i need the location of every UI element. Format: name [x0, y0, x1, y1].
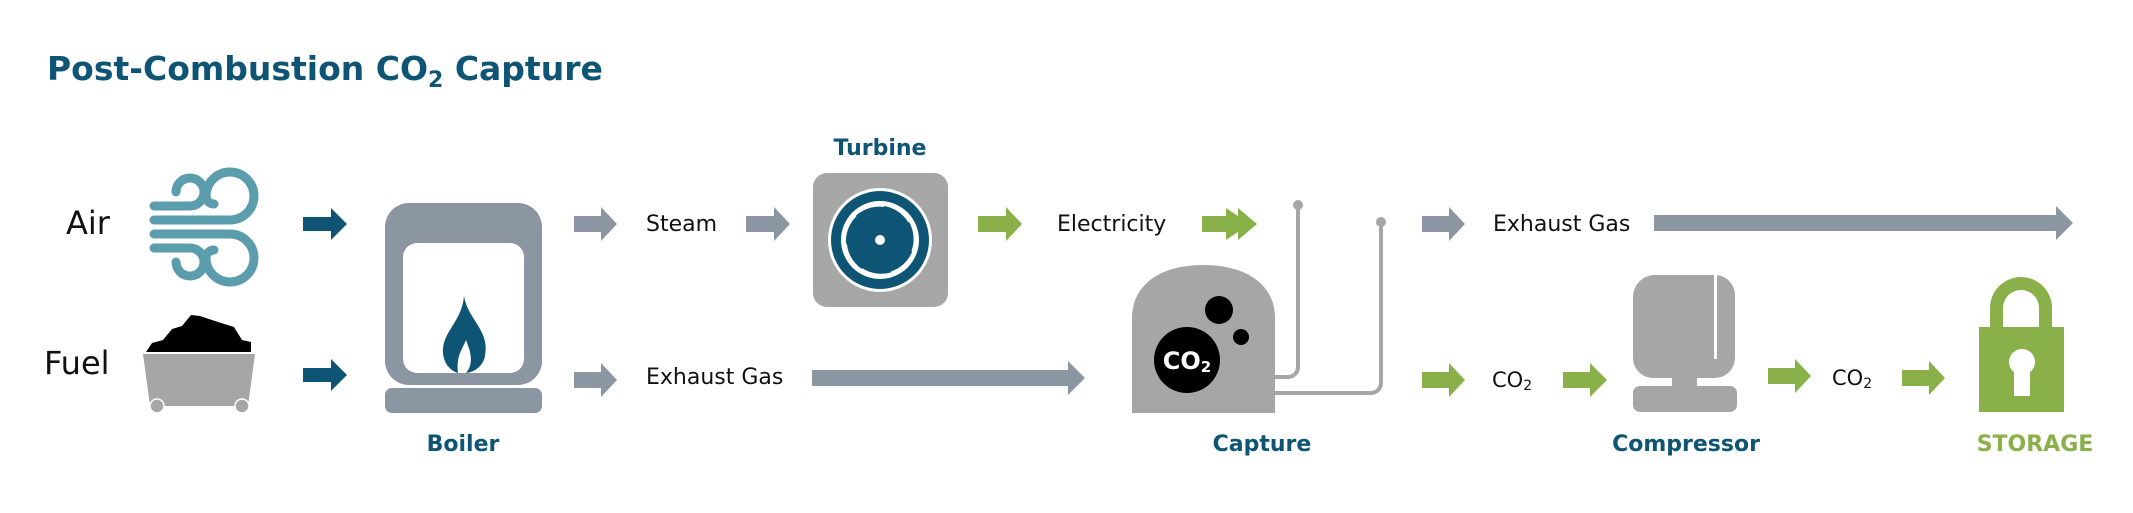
capture-co2-badge: CO2 — [1163, 347, 1211, 376]
wind-icon — [149, 167, 259, 287]
fuel-label: Fuel — [44, 344, 110, 382]
storage-label: STORAGE — [1977, 432, 2094, 457]
fuel-arrow — [303, 359, 347, 391]
co2-label-1: CO2 — [1492, 368, 1532, 394]
turbine-fan-icon — [813, 173, 948, 307]
diagram-title: Post-Combustion CO2 Capture — [47, 49, 603, 93]
exhaust-arrow-1 — [574, 363, 617, 397]
boiler-label: Boiler — [427, 432, 500, 457]
boiler-flame-icon — [385, 203, 542, 413]
electricity-double-arrow — [1202, 208, 1257, 240]
capture-pipes — [1275, 205, 1383, 395]
exhaust-gas-label-1: Exhaust Gas — [646, 365, 783, 390]
capture-tank-icon — [1132, 265, 1275, 413]
electricity-arrow-1 — [978, 207, 1022, 241]
steam-arrow-1 — [574, 207, 617, 241]
exhaust-arrow-2 — [1422, 207, 1465, 241]
capture-label: Capture — [1213, 432, 1312, 457]
compressor-icon — [1633, 275, 1737, 412]
turbine-label: Turbine — [834, 136, 927, 161]
pipe-cap-1 — [1293, 200, 1303, 210]
exhaust-long-arrow-1 — [812, 361, 1085, 395]
steam-label: Steam — [646, 212, 717, 237]
coal-cart-icon — [143, 315, 255, 414]
air-label: Air — [66, 204, 111, 242]
pipe-cap-2 — [1376, 217, 1386, 227]
co2-arrow-3 — [1768, 359, 1811, 393]
exhaust-long-arrow-2 — [1654, 206, 2073, 240]
exhaust-gas-label-2: Exhaust Gas — [1493, 212, 1630, 237]
compressor-label: Compressor — [1612, 432, 1760, 457]
air-arrow — [303, 208, 347, 240]
co2-arrow-2 — [1563, 363, 1607, 397]
co2-arrow-1 — [1422, 363, 1465, 397]
co2-arrow-4 — [1902, 361, 1945, 395]
electricity-label: Electricity — [1057, 212, 1166, 237]
padlock-icon — [1979, 277, 2064, 412]
co2-label-2: CO2 — [1832, 366, 1872, 392]
steam-arrow-2 — [746, 207, 790, 241]
